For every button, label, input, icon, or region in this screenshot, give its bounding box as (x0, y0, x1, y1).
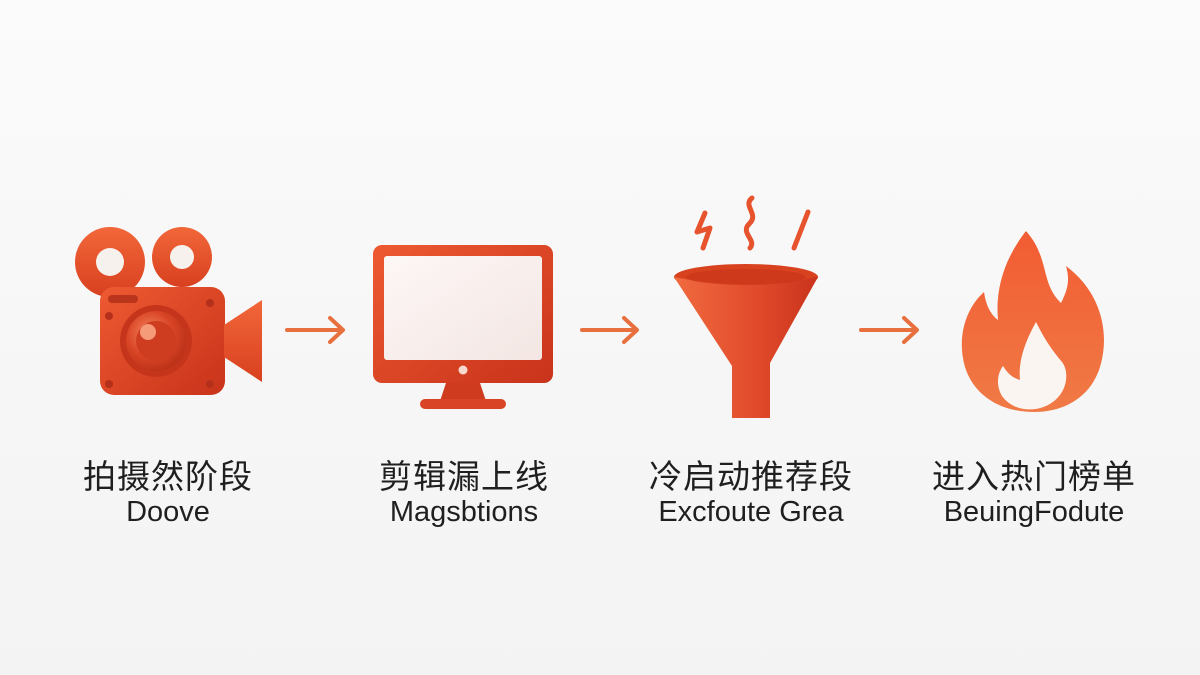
flame-icon (961, 231, 1104, 412)
stage-title: 拍摄然阶段 (83, 457, 253, 496)
stage-title: 剪辑漏上线 (379, 457, 549, 496)
stage-title: 冷启动推荐段 (649, 457, 853, 496)
stage-title: 进入热门榜单 (932, 457, 1136, 496)
stage-subtitle: BeuingFodute (943, 496, 1125, 528)
funnel-icon (674, 195, 818, 418)
arrow-right-icon (285, 316, 345, 344)
stage-subtitle: Doove (126, 496, 210, 528)
monitor-icon (373, 245, 553, 409)
stage-subtitle: Excfoute Grea (658, 496, 844, 528)
stage-subtitle: Magsbtions (389, 496, 539, 528)
arrow-right-icon (859, 316, 919, 344)
video-camera-icon (75, 227, 262, 395)
arrow-right-icon (580, 316, 639, 344)
